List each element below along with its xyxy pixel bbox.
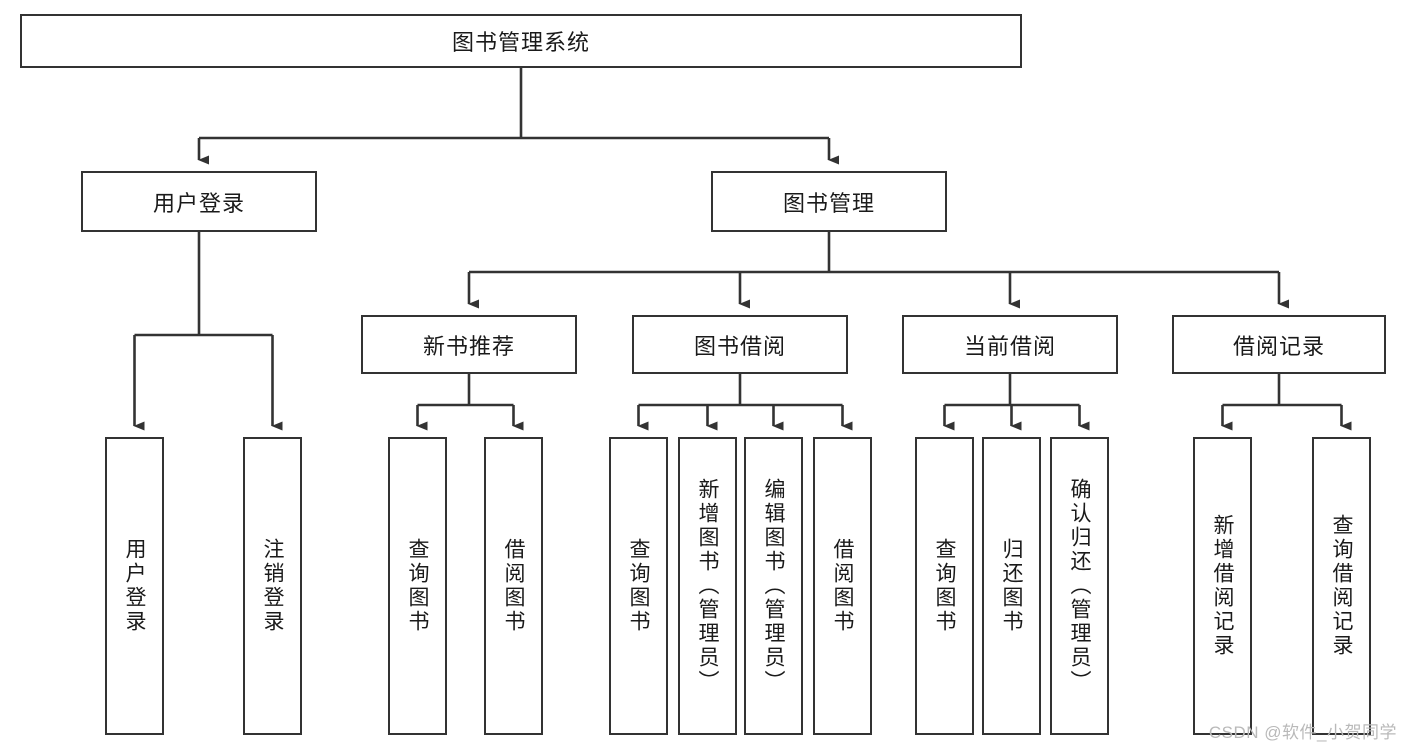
leaf-user-login-label: 用户登录 [123, 538, 146, 634]
node-current-borrowing-label: 当前借阅 [963, 333, 1056, 359]
leaf-return-books-label: 归还图书 [1000, 538, 1023, 634]
leaf-borrow-books-recommend-label: 借阅图书 [502, 538, 525, 634]
leaf-query-books-current-label: 查询图书 [933, 538, 956, 634]
leaf-confirm-return-admin-label: 确认归还（管理员） [1068, 478, 1091, 694]
node-new-book-recommendation-label: 新书推荐 [422, 333, 515, 359]
node-borrowing-records-label: 借阅记录 [1232, 333, 1325, 359]
node-root[interactable]: 图书管理系统 [20, 14, 1022, 68]
leaf-query-books-recommend[interactable]: 查询图书 [388, 437, 447, 735]
leaf-query-borrowing-record[interactable]: 查询借阅记录 [1312, 437, 1371, 735]
node-book-management[interactable]: 图书管理 [711, 171, 947, 232]
leaf-add-borrowing-record[interactable]: 新增借阅记录 [1193, 437, 1252, 735]
leaf-query-books-borrowing[interactable]: 查询图书 [609, 437, 668, 735]
leaf-logout[interactable]: 注销登录 [243, 437, 302, 735]
leaf-confirm-return-admin[interactable]: 确认归还（管理员） [1050, 437, 1109, 735]
leaf-borrow-books[interactable]: 借阅图书 [813, 437, 872, 735]
leaf-edit-book-admin-label: 编辑图书（管理员） [762, 478, 785, 694]
leaf-add-borrowing-record-label: 新增借阅记录 [1211, 514, 1234, 658]
leaf-user-login[interactable]: 用户登录 [105, 437, 164, 735]
leaf-add-book-admin-label: 新增图书（管理员） [696, 478, 719, 694]
leaf-query-books-recommend-label: 查询图书 [406, 538, 429, 634]
leaf-edit-book-admin[interactable]: 编辑图书（管理员） [744, 437, 803, 735]
node-current-borrowing[interactable]: 当前借阅 [902, 315, 1118, 374]
leaf-query-books-current[interactable]: 查询图书 [915, 437, 974, 735]
leaf-add-book-admin[interactable]: 新增图书（管理员） [678, 437, 737, 735]
node-book-management-label: 图书管理 [782, 190, 875, 216]
leaf-query-books-borrowing-label: 查询图书 [627, 538, 650, 634]
leaf-query-borrowing-record-label: 查询借阅记录 [1330, 514, 1353, 658]
node-book-borrowing[interactable]: 图书借阅 [632, 315, 848, 374]
node-user-login-label: 用户登录 [152, 190, 245, 216]
node-user-login[interactable]: 用户登录 [81, 171, 317, 232]
node-new-book-recommendation[interactable]: 新书推荐 [361, 315, 577, 374]
node-root-label: 图书管理系统 [451, 30, 590, 55]
leaf-logout-label: 注销登录 [261, 538, 284, 634]
leaf-borrow-books-recommend[interactable]: 借阅图书 [484, 437, 543, 735]
leaf-borrow-books-label: 借阅图书 [831, 538, 854, 634]
leaf-return-books[interactable]: 归还图书 [982, 437, 1041, 735]
node-book-borrowing-label: 图书借阅 [693, 333, 786, 359]
node-borrowing-records[interactable]: 借阅记录 [1172, 315, 1386, 374]
